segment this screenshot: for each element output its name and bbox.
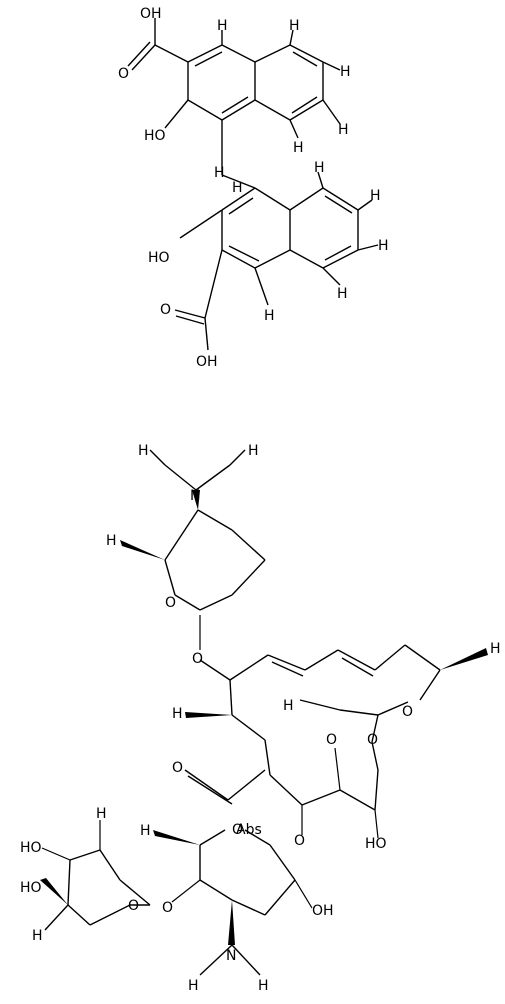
atom-label: H <box>337 286 348 302</box>
atom-label: H <box>106 533 117 549</box>
atom-label: H <box>172 706 183 722</box>
atom-label: O <box>160 302 171 318</box>
atom-label: H <box>293 140 304 156</box>
atom-label: HO <box>365 836 387 852</box>
atom-label: H <box>214 165 225 181</box>
atom-label: O <box>128 898 139 914</box>
atom-label: H <box>289 18 300 34</box>
atom-label: H <box>314 160 325 176</box>
abs-label: Abs <box>236 822 262 838</box>
atom-labels: OH O HO H H H H H H H H H H H H HO O OH … <box>20 6 501 994</box>
atom-label: O <box>192 651 203 667</box>
atom-label: OH <box>196 354 218 370</box>
atom-label: H <box>232 180 243 196</box>
atom-label: OH <box>312 903 334 919</box>
atom-label: H <box>248 443 259 459</box>
atom-label: H <box>188 978 199 994</box>
atom-label: OH <box>140 6 162 22</box>
atom-label: O <box>118 66 129 82</box>
atom-label: N <box>190 488 200 504</box>
atom-label: HO <box>148 250 170 266</box>
atom-label: O <box>162 900 173 916</box>
atom-label: HO <box>20 840 42 856</box>
atom-label: H <box>96 806 107 822</box>
atom-label: H <box>340 64 351 80</box>
atom-label: H <box>490 641 501 657</box>
atom-label: O <box>165 595 176 611</box>
atom-label: H <box>217 18 228 34</box>
atom-label: H <box>338 122 349 138</box>
atom-label: H <box>138 443 149 459</box>
atom-label: H <box>258 978 269 994</box>
atom-label: H <box>32 928 43 944</box>
atom-label: O <box>294 833 305 849</box>
pamoic-acid <box>127 18 379 351</box>
atom-label: O <box>402 704 413 720</box>
atom-label: H <box>283 698 294 714</box>
macrolide <box>40 449 488 976</box>
atom-label: O <box>326 732 337 748</box>
atom-label: H <box>140 823 151 839</box>
atom-label: H <box>264 308 275 324</box>
atom-label: N <box>226 948 236 964</box>
atom-label: O <box>172 760 183 776</box>
atom-label: H <box>370 188 381 204</box>
atom-label: HO <box>144 128 166 144</box>
atom-label: O <box>367 732 378 748</box>
atom-label: HO <box>20 880 42 896</box>
atom-label: H <box>378 238 389 254</box>
atom-label: O <box>232 822 243 838</box>
